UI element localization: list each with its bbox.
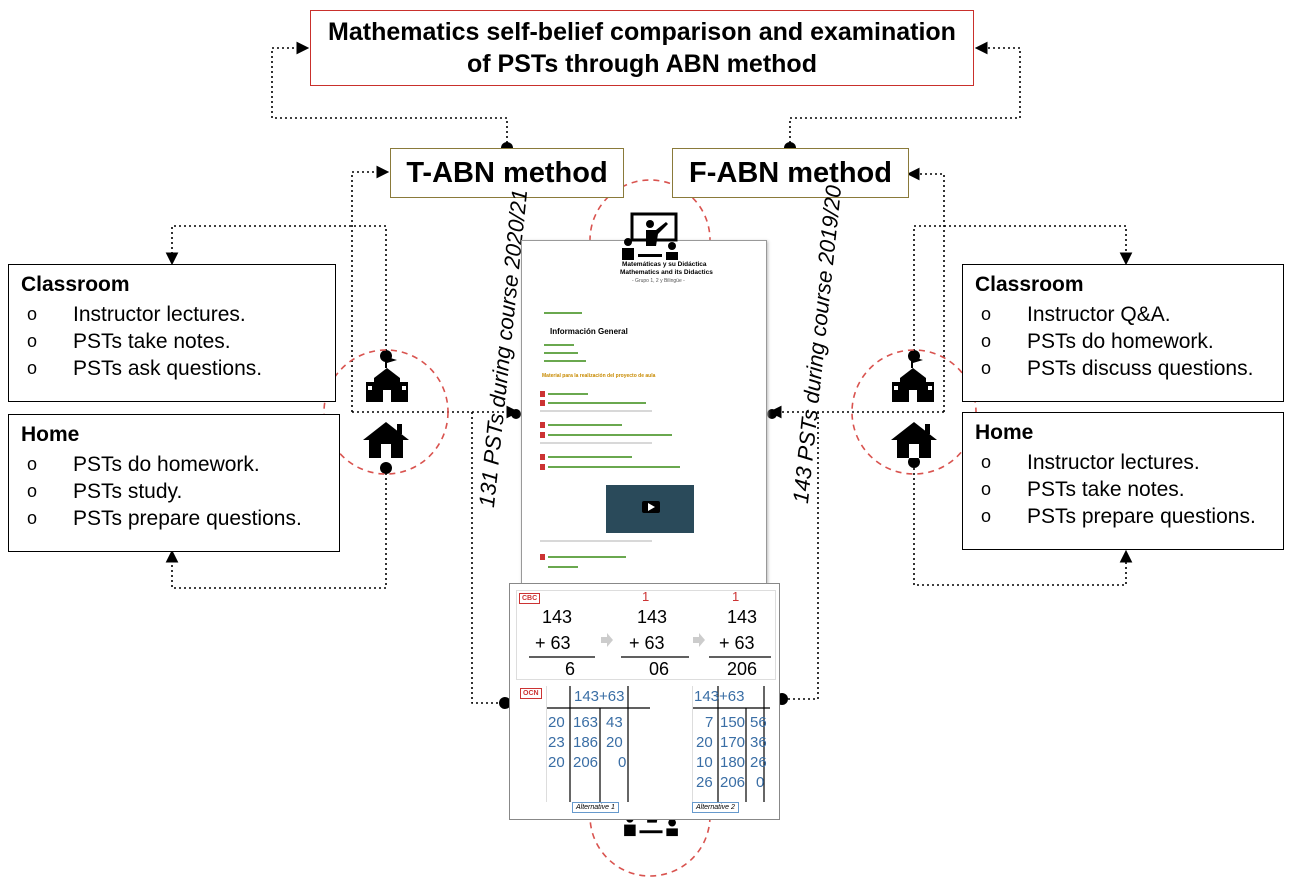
doc-link-lines	[540, 312, 694, 568]
result: 206	[727, 659, 758, 679]
doc-header: Matemáticas y su Didáctica	[622, 261, 707, 268]
connector-left-calc	[471, 412, 503, 704]
addend: + 63	[629, 633, 665, 653]
doc-section: Información General	[550, 327, 628, 336]
ocn-cell: 180	[720, 754, 746, 771]
ocn-cell: 26	[750, 754, 767, 771]
school-icon	[892, 356, 934, 402]
addend: + 63	[719, 633, 755, 653]
ocn-cell: 10	[696, 754, 713, 771]
right-classroom-heading: Classroom	[975, 273, 1084, 296]
ocn-cell: 43	[606, 714, 623, 731]
house-icon	[363, 422, 409, 458]
doc-header-2: Mathematics and its Didactics	[620, 269, 713, 276]
alternative-2-label: Alternative 2	[692, 802, 739, 813]
title-line-1: Mathematics self-belief comparison and e…	[328, 18, 956, 46]
left-classroom-heading: Classroom	[21, 273, 130, 296]
teacher-board-icon	[622, 212, 678, 260]
connector-right-fabn	[906, 167, 945, 412]
ocn-cell: 170	[720, 734, 746, 751]
ocn-cell: 20	[548, 754, 565, 771]
ocn-cell: 20	[696, 734, 713, 751]
ocn-cell: 36	[750, 734, 767, 751]
connector-right-home	[913, 468, 1133, 586]
carry-digit: 1	[732, 589, 740, 604]
connector-left-tabn	[351, 165, 390, 412]
addend: 143	[637, 607, 668, 627]
ocn-cell: 206	[573, 754, 599, 771]
doc-material: Material para la realización del proyect…	[542, 373, 656, 379]
dashed-circle-left	[323, 349, 449, 475]
doc-groups: - Grupo 1, 2 y Bilingüe -	[632, 278, 685, 284]
connector-left-classroom	[165, 225, 387, 356]
right-home-heading: Home	[975, 421, 1034, 444]
ocn-tag: OCN	[520, 688, 542, 699]
abn-calculation-panel: CBC 1 1 143 + 63 6 143 + 63 06 143 + 63 …	[509, 583, 780, 820]
connector-right-classroom	[913, 225, 1133, 356]
title-line-2: of PSTs through ABN method	[467, 50, 817, 78]
addend: 143	[727, 607, 758, 627]
connector-left-home	[165, 468, 387, 589]
ocn-grid	[546, 686, 770, 802]
addend: 143	[542, 607, 573, 627]
t-abn-method-box: T-ABN method	[390, 148, 624, 198]
connector-right-calc	[782, 412, 819, 700]
alternative-1-label: Alternative 1	[572, 802, 619, 813]
school-icon	[366, 356, 408, 402]
ocn-header: 143+63	[574, 688, 625, 705]
left-home-heading: Home	[21, 423, 80, 446]
ocn-cell: 7	[705, 714, 714, 731]
ocn-cell: 150	[720, 714, 746, 731]
f-abn-method-box: F-ABN method	[672, 148, 909, 198]
ocn-cell: 20	[548, 714, 565, 731]
ocn-cell: 0	[618, 754, 627, 771]
result: 06	[649, 659, 670, 679]
ocn-header: 143+63	[694, 688, 745, 705]
title-box: Mathematics self-belief comparison and e…	[310, 10, 974, 86]
course-document-screenshot: Matemáticas y su Didáctica Mathematics a…	[521, 240, 767, 585]
ocn-cell: 20	[606, 734, 623, 751]
ocn-cell: 26	[696, 774, 713, 791]
cbc-lines	[529, 633, 771, 658]
result: 6	[565, 659, 576, 679]
cbc-section: CBC 1 1 143 + 63 6 143 + 63 06 143 + 63 …	[516, 589, 776, 680]
addend: + 63	[535, 633, 571, 653]
connector-tabn-title	[271, 41, 508, 148]
connector-fabn-title	[789, 41, 1021, 148]
cbc-tag: CBC	[519, 593, 541, 604]
carry-digit: 1	[642, 589, 650, 604]
ocn-cell: 23	[548, 734, 565, 751]
ocn-cell: 206	[720, 774, 746, 791]
ocn-cell: 0	[756, 774, 765, 791]
ocn-cell: 56	[750, 714, 767, 731]
house-icon	[891, 422, 937, 458]
ocn-cell: 186	[573, 734, 599, 751]
ocn-cell: 163	[573, 714, 599, 731]
